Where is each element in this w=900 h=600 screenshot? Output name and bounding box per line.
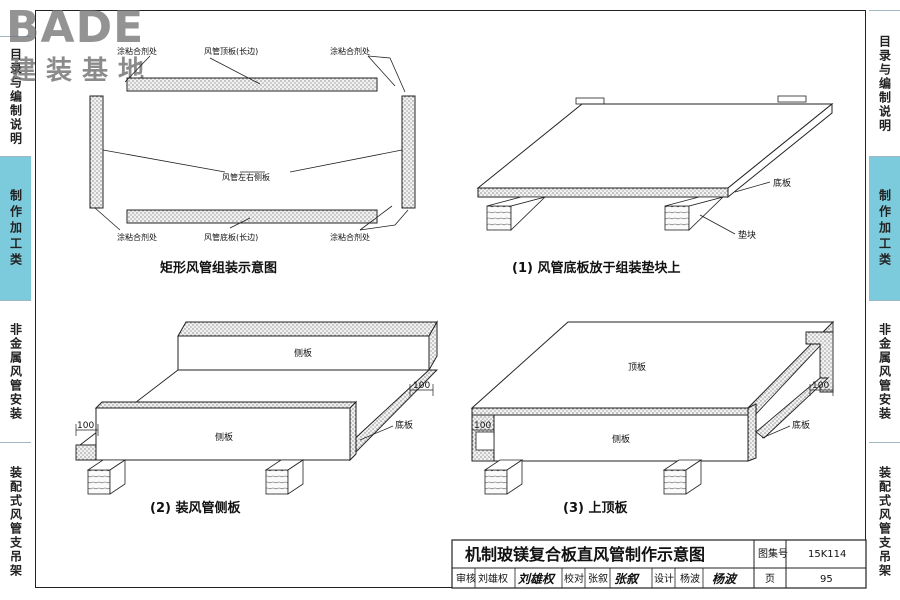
step3-diagram: 100 100 顶板 侧板 底板 (3) 上顶板 — [470, 320, 835, 516]
step1-leaders — [699, 181, 771, 235]
step1-diagram: 底板 垫块 (1) 风管底板放于组装垫块上 — [476, 95, 834, 276]
label-top-plate: 风管顶板(长边) — [204, 46, 258, 56]
left-tab-catalog[interactable]: 目录与编制说明 — [0, 36, 31, 156]
bottom-plate-front — [477, 187, 729, 198]
step3-dims — [471, 384, 834, 439]
right-tab-catalog[interactable]: 目录与编制说明 — [869, 10, 900, 156]
label-step2-bottom-plate: 底板 — [395, 419, 413, 431]
block-back-right — [777, 95, 807, 103]
dim-step2-right: 100 — [413, 381, 430, 391]
caption-assembly: 矩形风管组装示意图 — [159, 260, 277, 276]
step2-dims — [75, 384, 434, 441]
step3-front-side-plate — [493, 414, 749, 462]
block-back-left — [575, 97, 605, 105]
left-tab-support[interactable]: 装配式风管支吊架 — [0, 442, 31, 600]
brand-logo-subtitle: 建装基地 — [10, 56, 155, 86]
step3-block-right — [662, 459, 703, 495]
label-glue-top-right: 涂粘合剂处 — [330, 46, 370, 56]
left-tab-nonmetal-label: 非金属风管安装 — [8, 322, 23, 421]
right-side-plate — [401, 95, 416, 209]
left-tab-fabrication[interactable]: 制作加工类 — [0, 156, 31, 300]
review-signature: 刘雄权 — [518, 572, 556, 586]
label-step2-side-back: 侧板 — [294, 347, 312, 359]
drawing-title: 机制玻镁复合板直风管制作示意图 — [465, 545, 705, 564]
label-glue-bottom-right: 涂粘合剂处 — [330, 232, 370, 242]
block-front-right — [664, 196, 725, 231]
dim-step2-left: 100 — [77, 421, 94, 431]
label-step3-top-plate: 顶板 — [628, 361, 646, 373]
step2-bottom-plate-front — [75, 444, 97, 461]
caption-step2: (2) 装风管侧板 — [150, 500, 241, 516]
front-side-plate-face — [95, 407, 351, 461]
dim-step3-right: 100 — [812, 381, 829, 391]
right-tab-support[interactable]: 装配式风管支吊架 — [869, 442, 900, 600]
step2-block-left — [86, 459, 127, 495]
right-tab-nonmetal[interactable]: 非金属风管安装 — [869, 300, 900, 442]
atlas-label: 图集号 — [758, 547, 788, 560]
label-step3-side-front: 侧板 — [612, 433, 630, 445]
dim-step3-left: 100 — [474, 421, 491, 431]
caption-step1: (1) 风管底板放于组装垫块上 — [512, 260, 680, 276]
back-side-plate-top — [177, 321, 438, 337]
right-tab-fabrication-label: 制作加工类 — [877, 188, 892, 269]
left-side-plate — [89, 95, 104, 209]
step2-diagram: 100 100 侧板 侧板 底板 (2) 装风管侧板 — [75, 320, 439, 516]
back-side-plate-end — [428, 320, 438, 372]
right-tab-nonmetal-label: 非金属风管安装 — [877, 322, 892, 421]
front-side-plate-end — [349, 400, 357, 462]
design-name: 杨波 — [680, 572, 700, 585]
bottom-plate-side — [727, 102, 833, 199]
step3-right-channel — [805, 331, 834, 393]
page-number: 95 — [820, 574, 833, 585]
step3-left-cavity — [475, 431, 495, 451]
check-label: 校对 — [564, 572, 584, 585]
label-bottom-plate: 风管底板(长边) — [204, 232, 258, 242]
review-name: 刘雄权 — [478, 572, 508, 585]
label-side-plates: 风管左右侧板 — [222, 172, 270, 182]
design-signature: 杨波 — [712, 572, 738, 586]
assembly-leaders — [94, 55, 409, 231]
assembly-diagram: 涂粘合剂处 风管顶板(长边) 涂粘合剂处 风管左右侧板 涂粘合剂处 风管底板(长… — [89, 46, 416, 276]
step3-front-top-edge — [471, 407, 749, 416]
brand-logo: BADE — [6, 2, 145, 53]
label-step2-side-front: 侧板 — [215, 431, 233, 443]
right-tab-catalog-label: 目录与编制说明 — [877, 34, 892, 133]
atlas-number: 15K114 — [808, 549, 846, 560]
top-plate — [126, 77, 378, 92]
bottom-plate — [126, 209, 378, 224]
label-glue-top-left: 涂粘合剂处 — [117, 46, 157, 56]
right-tab-fabrication[interactable]: 制作加工类 — [869, 156, 900, 300]
design-label: 设计 — [654, 572, 674, 585]
step3-block-left — [483, 459, 524, 495]
front-side-plate-top — [94, 401, 358, 409]
label-step3-bottom-plate: 底板 — [792, 419, 810, 431]
block-front-left — [486, 196, 547, 231]
label-step1-block: 垫块 — [738, 229, 756, 241]
label-glue-bottom-left: 涂粘合剂处 — [117, 232, 157, 242]
right-tab-support-label: 装配式风管支吊架 — [877, 465, 892, 578]
left-tab-fabrication-label: 制作加工类 — [8, 188, 23, 269]
check-name: 张叙 — [588, 572, 608, 585]
caption-step3: (3) 上顶板 — [563, 500, 628, 516]
left-tab-catalog-label: 目录与编制说明 — [8, 47, 23, 146]
step2-block-right — [264, 459, 305, 495]
top-plate-top — [470, 321, 835, 409]
page-label: 页 — [765, 573, 775, 585]
review-label: 审核 — [456, 572, 476, 585]
step3-front-side-end — [747, 403, 757, 462]
title-block: 机制玻镁复合板直风管制作示意图 图集号 15K114 审核 刘雄权 刘雄权 校对… — [451, 539, 867, 589]
drawing-frame — [35, 10, 866, 588]
check-signature: 张叙 — [614, 572, 640, 586]
left-tab-nonmetal[interactable]: 非金属风管安装 — [0, 300, 31, 442]
left-tab-support-label: 装配式风管支吊架 — [8, 465, 23, 578]
bottom-plate-top — [476, 103, 834, 189]
label-step1-bottom-plate: 底板 — [773, 177, 791, 189]
